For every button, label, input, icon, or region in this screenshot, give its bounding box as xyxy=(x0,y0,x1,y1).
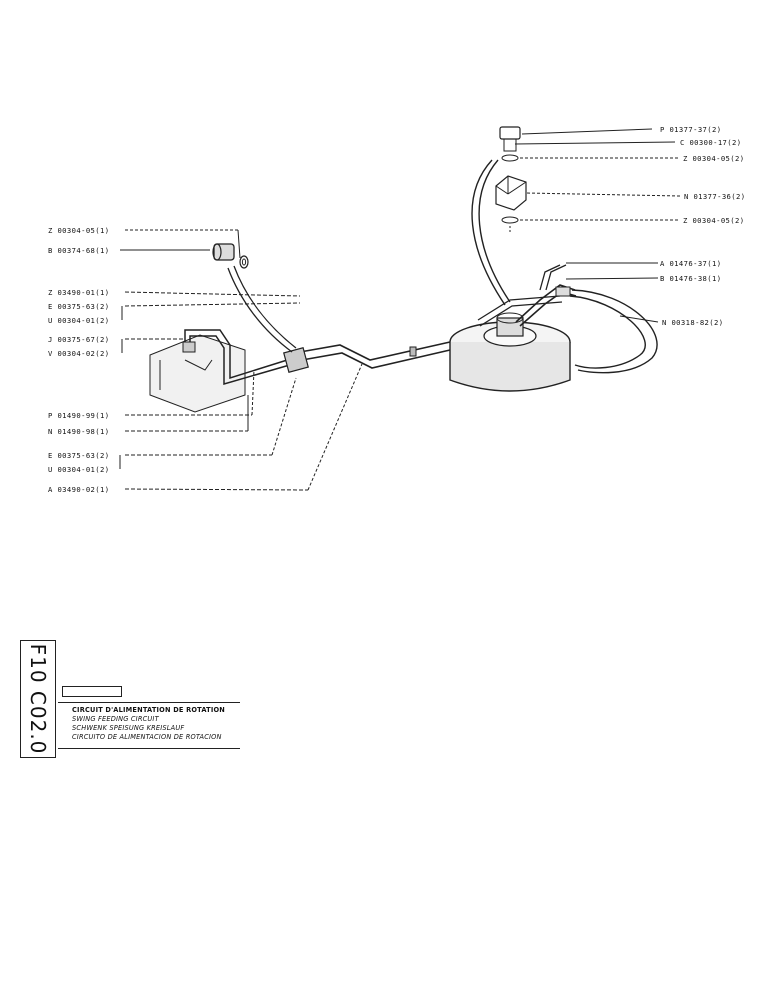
label-u-00304-01-b: U 00304-01(2) xyxy=(48,465,110,474)
label-b-01476-38: B 01476-38(1) xyxy=(660,274,722,283)
label-u-00304-01-a: U 00304-01(2) xyxy=(48,316,110,325)
label-p-01490-99: P 01490-99(1) xyxy=(48,411,110,420)
label-e-00375-63-a: E 00375-63(2) xyxy=(48,302,110,311)
leader-p-01377-37 xyxy=(521,128,653,135)
label-a-03490-02: A 03490-02(1) xyxy=(48,485,110,494)
label-j-00375-67: J 00375-67(2) xyxy=(48,335,110,344)
label-n-00318-82: N 00318-82(2) xyxy=(662,318,724,327)
title-fr: CIRCUIT D'ALIMENTATION DE ROTATION xyxy=(72,706,225,714)
label-z-00304-05-left: Z 00304-05(1) xyxy=(48,226,110,235)
sheet-code-box: F10 C02.0 xyxy=(20,640,56,758)
label-a-01476-37: A 01476-37(1) xyxy=(660,259,722,268)
label-e-00375-63-b: E 00375-63(2) xyxy=(48,451,110,460)
label-n-01377-36: N 01377-36(2) xyxy=(684,192,746,201)
title-en: SWING FEEDING CIRCUIT xyxy=(72,715,159,723)
leader-b-01476-38 xyxy=(565,277,659,280)
leader-n-01377-36 xyxy=(525,192,681,197)
title-rule-bottom xyxy=(58,748,240,749)
label-v-00304-02: V 00304-02(2) xyxy=(48,349,110,358)
title-block: CIRCUIT D'ALIMENTATION DE ROTATION SWING… xyxy=(58,686,240,756)
label-p-01377-37: P 01377-37(2) xyxy=(660,125,722,134)
label-b-00374-68: B 00374-68(1) xyxy=(48,246,110,255)
label-n-01490-98: N 01490-98(1) xyxy=(48,427,110,436)
title-es: CIRCUITO DE ALIMENTACION DE ROTACION xyxy=(72,733,222,741)
label-z-03490-01: Z 03490-01(1) xyxy=(48,288,110,297)
label-z-00304-05-top: Z 00304-05(2) xyxy=(683,154,745,163)
title-de: SCHWENK SPEISUNG KREISLAUF xyxy=(72,724,185,732)
title-rule-top xyxy=(58,702,240,703)
leader-c-00300-17 xyxy=(514,141,676,145)
label-z-00304-05-mid: Z 00304-05(2) xyxy=(683,216,745,225)
label-c-00300-17: C 00300-17(2) xyxy=(680,138,742,147)
sheet-code: F10 C02.0 xyxy=(26,643,50,755)
title-tag xyxy=(62,686,122,697)
